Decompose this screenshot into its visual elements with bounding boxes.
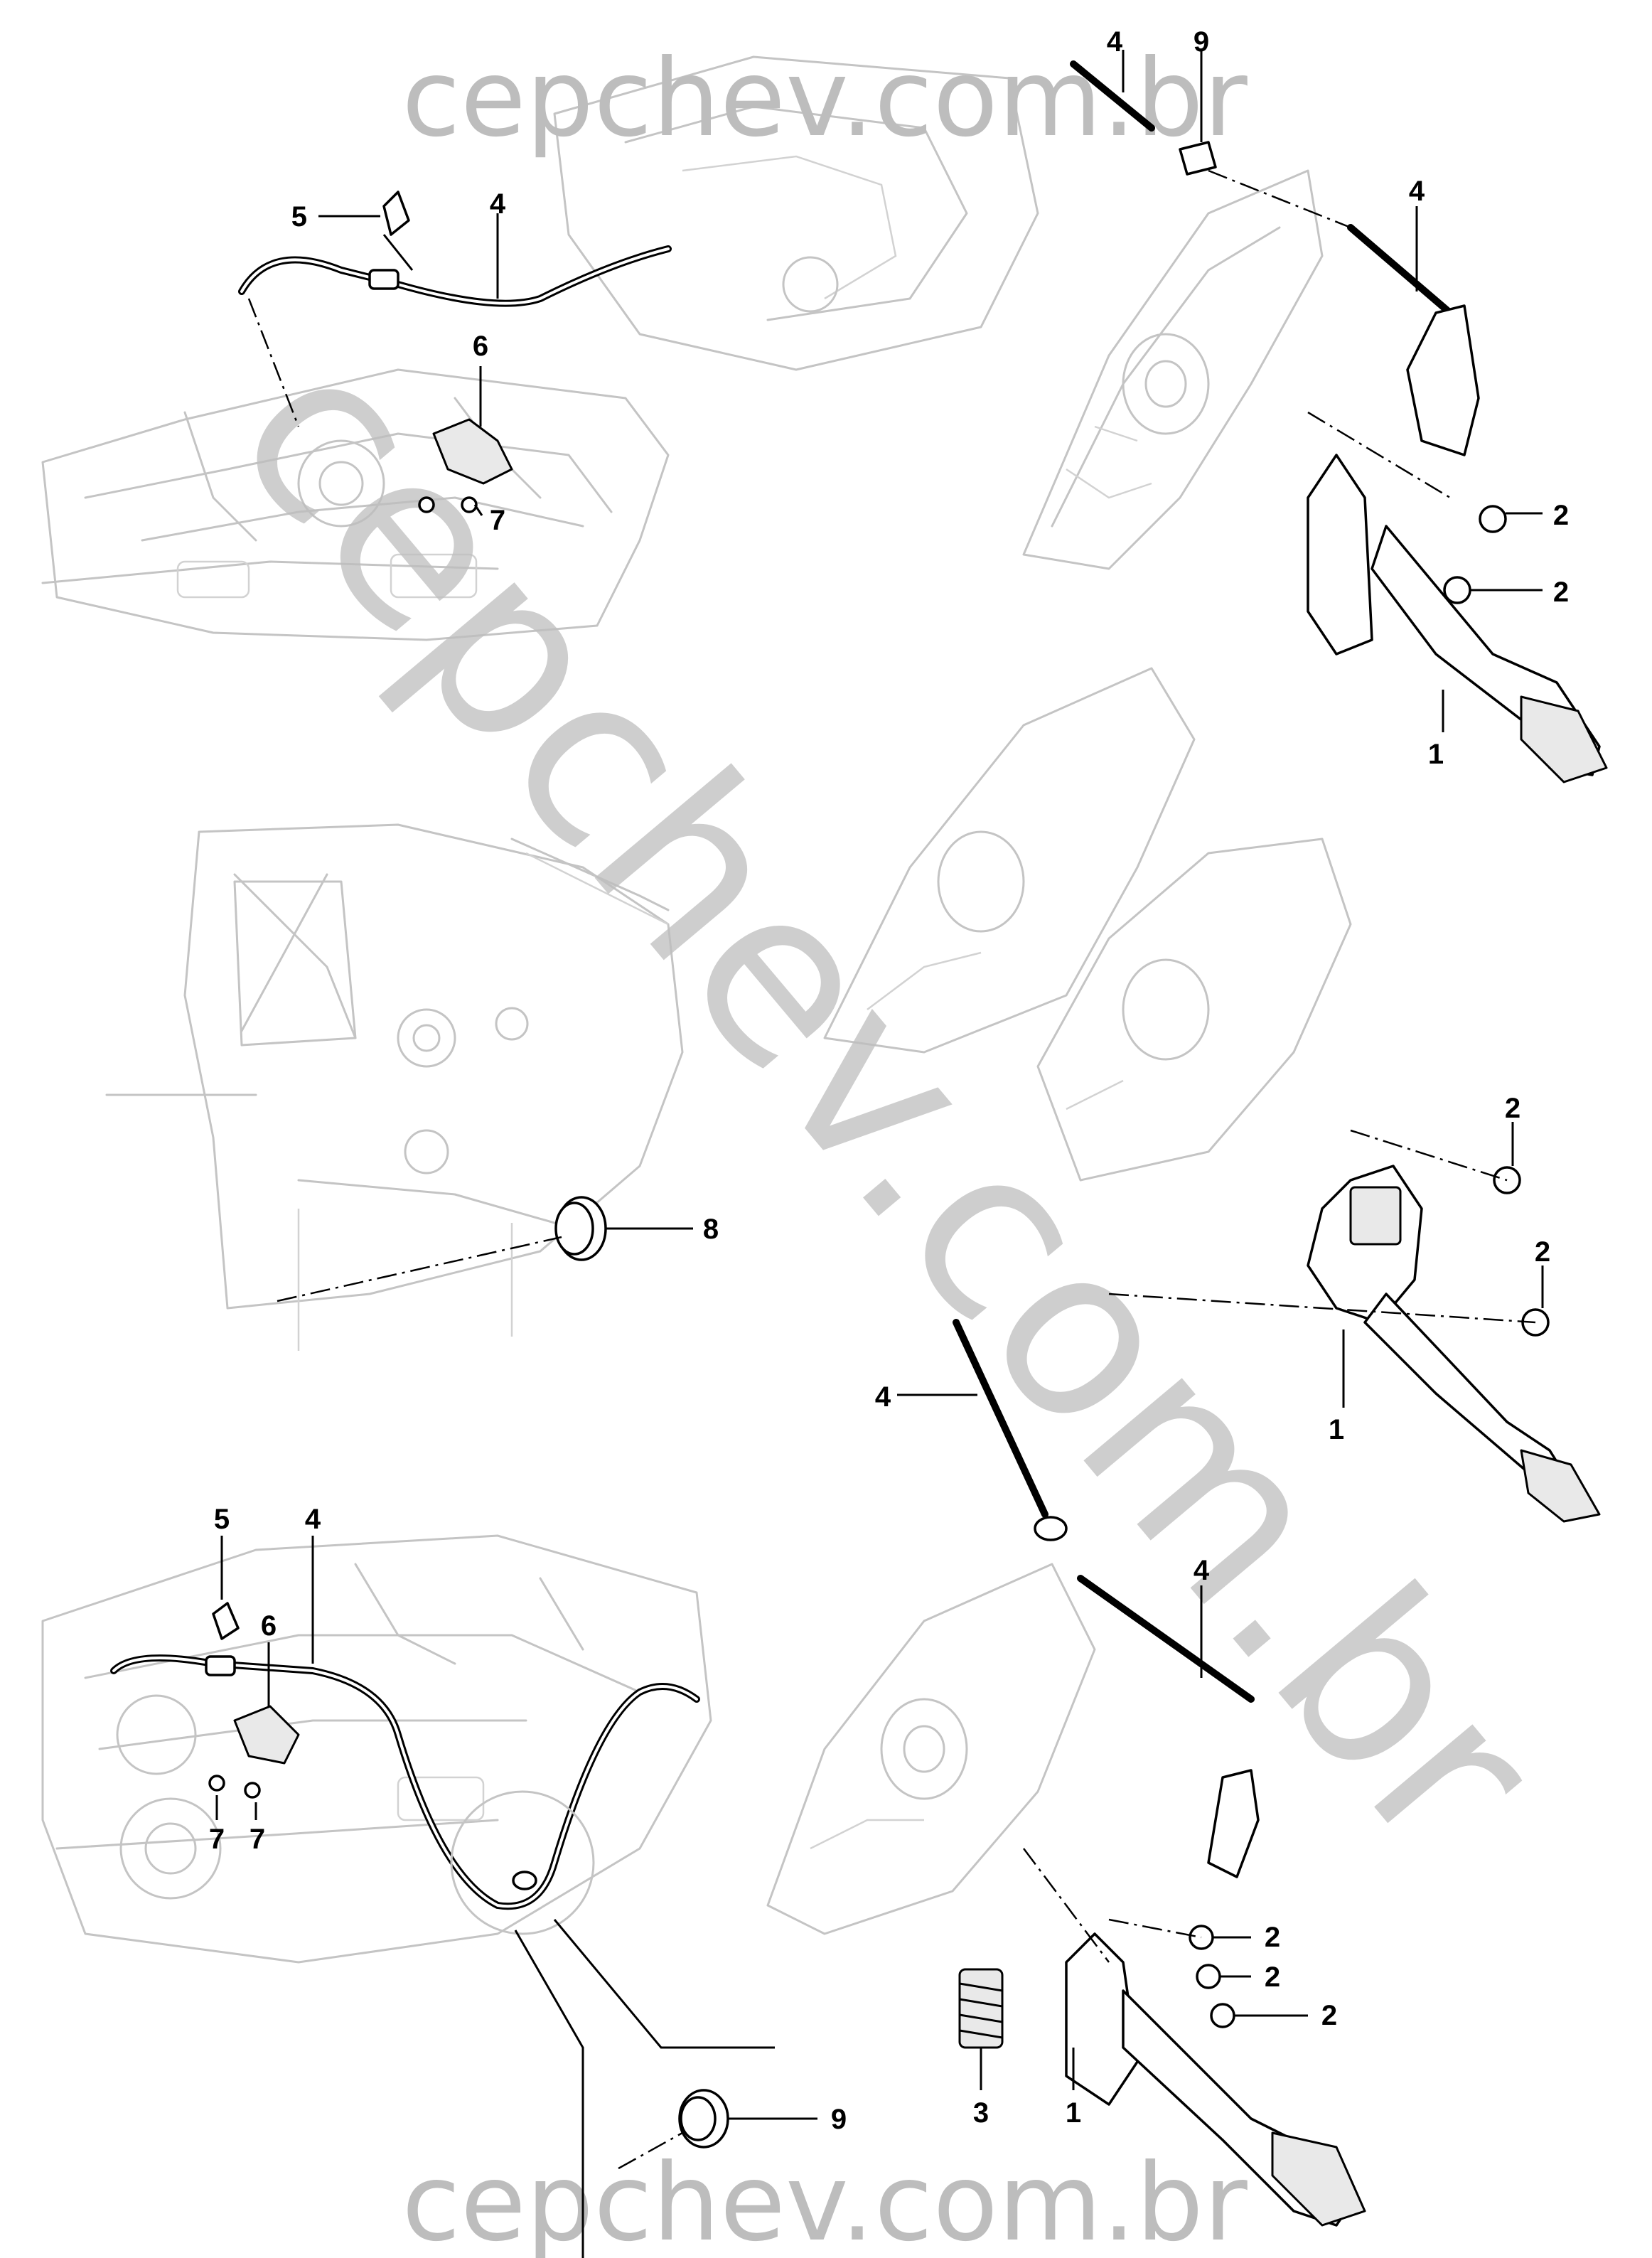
callout-9-top-right: 9 — [1194, 26, 1209, 58]
ghost-engine-bay-bottom — [41, 1534, 712, 1964]
watermark-bottom: cepchev.com.br — [402, 2141, 1248, 2258]
cable-middle-right — [953, 1319, 1048, 1518]
callout-5-bottom-left: 5 — [214, 1504, 230, 1535]
nut-bottom-right-b — [1196, 1964, 1221, 1989]
nut-bottom-right-c — [1210, 2003, 1235, 2028]
ghost-pedal-box-top — [1022, 169, 1324, 570]
callout-4-top-right-b: 4 — [1409, 176, 1425, 207]
callout-2-bottom-right-b: 2 — [1265, 1962, 1280, 1993]
callout-4-top-right-a: 4 — [1107, 26, 1123, 58]
callout-7-bottom-left-b: 7 — [250, 1824, 265, 1855]
callout-8-middle-left: 8 — [703, 1214, 719, 1245]
cable-clip-top-left — [382, 191, 410, 236]
bolt-top-left-a — [418, 496, 435, 513]
bottom-right-assembly — [958, 1575, 1366, 2227]
callout-2-middle-right-b: 2 — [1535, 1236, 1550, 1268]
ghost-pedal-box-bottom — [766, 1563, 1096, 1935]
pedal-bracket-top-right — [1307, 454, 1373, 656]
cable-bracket-top-left — [432, 418, 513, 485]
nut-top-right-a — [1479, 505, 1507, 533]
grommet-bottom-left-small — [512, 1871, 537, 1890]
cable-end-fitting — [368, 269, 399, 290]
cable-end-fitting-bottom — [205, 1655, 236, 1676]
bolt-bottom-left-a — [208, 1775, 225, 1792]
callout-9-bottom-left: 9 — [831, 2104, 847, 2135]
detail-circle — [450, 1790, 595, 1935]
pedal-arm-bottom-right — [1207, 1769, 1260, 1878]
callout-6-bottom-left: 6 — [261, 1610, 277, 1642]
bolt-top-left-b — [461, 496, 478, 513]
callout-4-top-left: 4 — [490, 188, 506, 220]
callout-2-bottom-right-a: 2 — [1265, 1922, 1280, 1953]
accelerator-cable-top-left — [238, 245, 672, 307]
ghost-pedal-box-middle — [823, 667, 1352, 1182]
callout-2-bottom-right-c: 2 — [1321, 2000, 1337, 2031]
callout-1-top-right: 1 — [1428, 739, 1444, 770]
cable-grommet-middle-right — [1034, 1516, 1068, 1541]
top-left-assembly — [238, 191, 672, 516]
middle-left-assembly — [277, 1196, 693, 1302]
pedal-pad-bottom-right — [1271, 2131, 1366, 2227]
watermark-diagonal: cepchev.com.br — [184, 299, 1591, 1902]
cable-top-right-b — [1347, 224, 1454, 316]
callout-6-top-left: 6 — [473, 331, 488, 362]
accelerator-cable-bottom-left — [110, 1654, 700, 1910]
watermark-top: cepchev.com.br — [402, 37, 1248, 161]
callout-5-top-left: 5 — [291, 201, 307, 232]
callout-4-bottom-left: 4 — [305, 1504, 321, 1535]
nut-top-right-b — [1443, 576, 1471, 604]
cable-bracket-bottom-left — [233, 1705, 300, 1765]
callout-7-bottom-left-a: 7 — [209, 1824, 225, 1855]
callout-2-middle-right-a: 2 — [1505, 1093, 1520, 1124]
cable-bottom-right — [1077, 1575, 1255, 1703]
callout-2-top-right-b: 2 — [1553, 577, 1569, 608]
grommet-top-right — [1179, 141, 1217, 176]
pedal-pad-top-right — [1520, 695, 1608, 783]
spring-bottom-right — [958, 1968, 1004, 2049]
callout-4-middle-right: 4 — [875, 1381, 891, 1413]
callout-2-top-right-a: 2 — [1553, 500, 1569, 531]
top-right-assembly — [1070, 50, 1608, 783]
cable-clip-bottom-left — [212, 1602, 240, 1640]
pedal-arm-top-right — [1406, 304, 1480, 456]
callout-4-bottom-right: 4 — [1194, 1555, 1210, 1586]
cable-top-right-a — [1070, 60, 1155, 132]
callout-1-middle-right: 1 — [1329, 1414, 1344, 1445]
bolt-bottom-left-b — [244, 1782, 261, 1799]
callout-7-top-left: 7 — [490, 505, 505, 536]
bottom-left-assembly — [110, 1536, 817, 2258]
callout-3-bottom-right: 3 — [973, 2097, 989, 2129]
middle-right-assembly — [897, 1122, 1601, 1541]
pedal-pad-middle-right — [1520, 1449, 1601, 1523]
callout-1-bottom-right: 1 — [1066, 2097, 1081, 2129]
